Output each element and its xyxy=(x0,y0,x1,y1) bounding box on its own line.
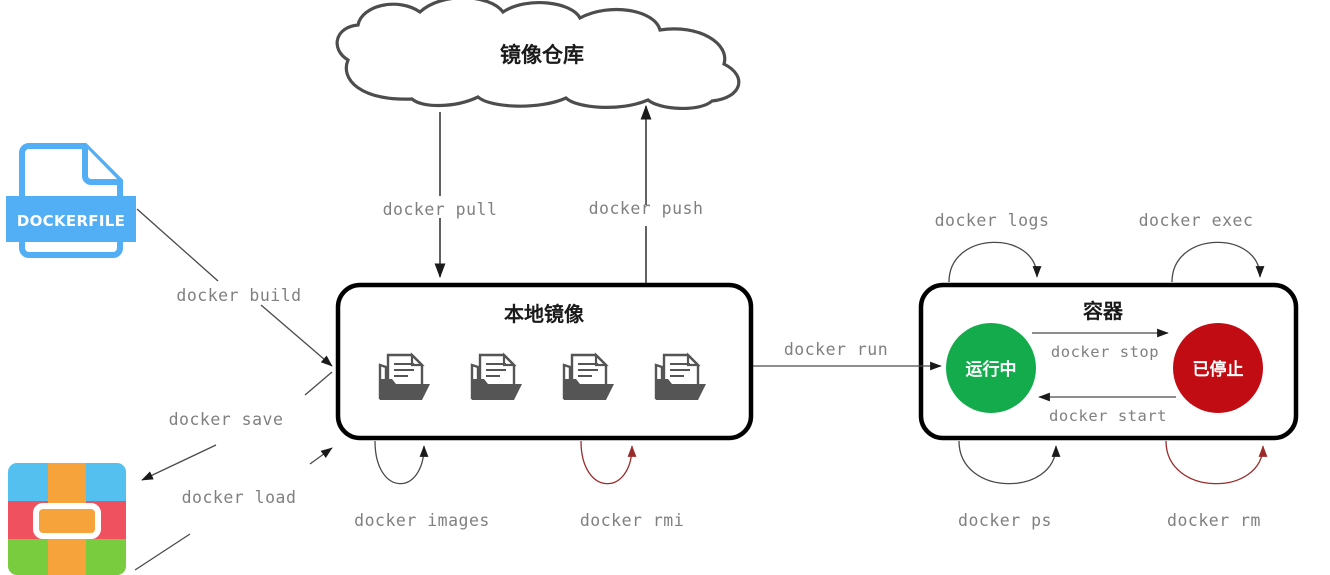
registry-label: 镜像仓库 xyxy=(500,43,584,67)
edge-docker-start: docker start xyxy=(1038,392,1176,425)
edge-label-docker-pull: docker pull xyxy=(383,200,498,219)
state-running-label: 运行中 xyxy=(966,359,1017,380)
edge-label-docker-rm: docker rm xyxy=(1167,511,1261,530)
edge-label-docker-images: docker images xyxy=(354,511,490,530)
edge-label-docker-stop: docker stop xyxy=(1051,343,1159,361)
edge-docker-images: docker images xyxy=(354,440,490,530)
node-state-stopped: 已停止 xyxy=(1173,323,1263,413)
node-registry-cloud: 镜像仓库 xyxy=(335,0,741,111)
dockerfile-icon: DOCKERFILE xyxy=(6,143,136,258)
edge-docker-run: docker run xyxy=(753,340,942,371)
edge-label-docker-start: docker start xyxy=(1049,407,1167,425)
edge-docker-pull: docker pull xyxy=(383,112,498,278)
edge-label-docker-build: docker build xyxy=(176,286,301,305)
edge-label-docker-logs: docker logs xyxy=(935,211,1050,230)
image-folder-icon xyxy=(470,352,522,400)
container-label: 容器 xyxy=(1083,299,1124,323)
local-images-label: 本地镜像 xyxy=(504,302,585,326)
edge-docker-rm: docker rm xyxy=(1165,440,1268,530)
edge-docker-stop: docker stop xyxy=(1032,328,1169,361)
edge-docker-load: docker load xyxy=(134,447,333,571)
edge-label-docker-push: docker push xyxy=(589,199,704,218)
node-local-images-box: 本地镜像 xyxy=(335,282,754,441)
edge-label-docker-save: docker save xyxy=(169,410,284,429)
edge-label-docker-rmi: docker rmi xyxy=(580,511,684,530)
edge-docker-push: docker push xyxy=(589,105,704,283)
edge-label-docker-exec: docker exec xyxy=(1139,211,1254,230)
edge-docker-save: docker save xyxy=(141,371,333,481)
node-state-running: 运行中 xyxy=(946,323,1036,413)
edge-label-docker-ps: docker ps xyxy=(958,511,1052,530)
edge-docker-exec: docker exec xyxy=(1139,211,1265,283)
image-folder-icon xyxy=(562,352,614,400)
edge-docker-rmi: docker rmi xyxy=(580,440,684,530)
edge-label-docker-run: docker run xyxy=(784,340,888,359)
package-archive-icon xyxy=(8,463,126,575)
state-stopped-label: 已停止 xyxy=(1193,359,1244,380)
edge-docker-build: docker build xyxy=(136,208,333,367)
dockerfile-label: DOCKERFILE xyxy=(17,212,125,230)
edge-docker-ps: docker ps xyxy=(958,440,1061,530)
edge-docker-logs: docker logs xyxy=(935,211,1050,283)
image-folder-icon xyxy=(654,352,706,400)
edge-label-docker-load: docker load xyxy=(182,488,297,507)
image-folder-icon xyxy=(378,352,430,400)
local-images-icon-row xyxy=(378,352,706,400)
